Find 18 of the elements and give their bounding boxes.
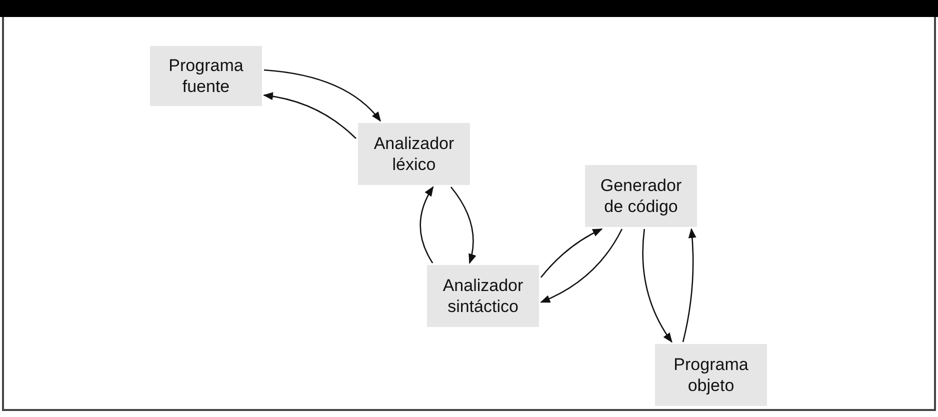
process-box (427, 265, 539, 327)
process-box (150, 46, 262, 106)
process-box (358, 123, 470, 185)
curved-arrow (263, 92, 356, 139)
box-label: Programa fuente (168, 55, 244, 97)
box-label: Analizador léxico (372, 133, 456, 175)
curved-arrow (682, 228, 696, 342)
curved-arrow (450, 186, 476, 264)
curved-arrow (642, 228, 672, 343)
curved-arrow (540, 228, 603, 278)
box-label: Programa objeto (672, 354, 750, 396)
process-box (585, 165, 697, 227)
curved-arrow (420, 186, 434, 264)
box-label: Generador de código (599, 175, 683, 217)
curved-arrow (264, 69, 382, 122)
curved-arrow (540, 228, 623, 303)
box-label: Analizador sintáctico (442, 275, 524, 317)
process-box (655, 344, 767, 406)
